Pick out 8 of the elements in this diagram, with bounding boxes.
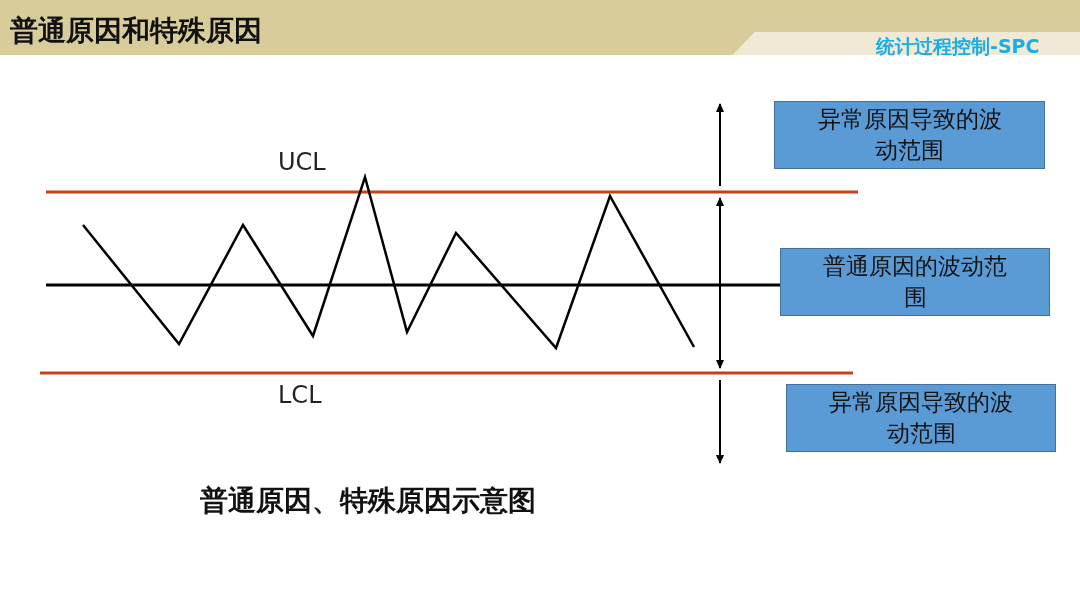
figure-caption: 普通原因、特殊原因示意图: [200, 483, 536, 519]
range-box: 普通原因的波动范围: [780, 248, 1050, 316]
range-box: 异常原因导致的波动范围: [786, 384, 1056, 452]
limit-label: UCL: [278, 148, 326, 176]
page-title: 普通原因和特殊原因: [10, 13, 262, 49]
header-subtitle: 统计过程控制-SPC: [876, 34, 1040, 59]
range-box: 异常原因导致的波动范围: [774, 101, 1045, 169]
limit-label: LCL: [278, 381, 322, 409]
